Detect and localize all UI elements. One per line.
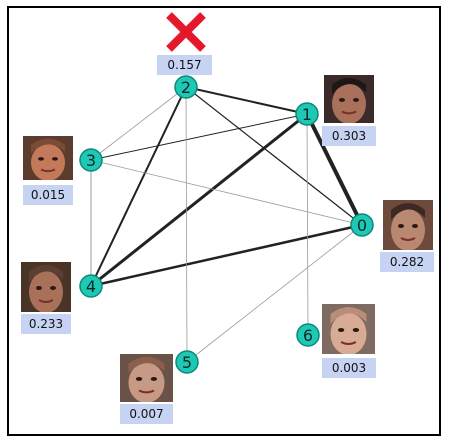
node-5: 5 bbox=[175, 350, 199, 374]
edge-0-4 bbox=[89, 223, 364, 288]
node-circle-5 bbox=[175, 350, 199, 374]
score-label-6: 0.003 bbox=[322, 358, 376, 378]
node-label-0: 0 bbox=[357, 216, 367, 235]
node-label-4: 4 bbox=[86, 277, 96, 296]
edge-1-6 bbox=[306, 113, 309, 336]
nodes-layer: 0 1 2 3 4 5 6 bbox=[79, 75, 374, 374]
node-circle-2 bbox=[174, 75, 198, 99]
node-label-6: 6 bbox=[303, 326, 313, 345]
node-label-3: 3 bbox=[86, 151, 96, 170]
face-image-6 bbox=[322, 304, 375, 354]
node-6: 6 bbox=[296, 323, 320, 347]
wrong-mark-icon bbox=[166, 12, 206, 52]
edge-3-1 bbox=[90, 113, 308, 161]
score-label-2: 0.157 bbox=[157, 55, 212, 75]
score-label-1: 0.303 bbox=[322, 126, 376, 146]
node-label-2: 2 bbox=[181, 78, 191, 97]
node-3: 3 bbox=[79, 148, 103, 172]
edge-1-4 bbox=[89, 112, 309, 288]
face-image-0 bbox=[383, 200, 433, 250]
edge-3-0 bbox=[90, 159, 363, 226]
node-circle-0 bbox=[350, 213, 374, 237]
node-0: 0 bbox=[350, 213, 374, 237]
edge-2-0 bbox=[185, 86, 363, 226]
node-label-1: 1 bbox=[302, 105, 312, 124]
score-label-5: 0.007 bbox=[120, 404, 173, 424]
edge-5-0 bbox=[186, 224, 363, 363]
node-circle-3 bbox=[79, 148, 103, 172]
edges-layer bbox=[89, 86, 364, 363]
node-circle-6 bbox=[296, 323, 320, 347]
edge-2-4 bbox=[90, 86, 187, 287]
edge-1-0 bbox=[305, 112, 364, 227]
face-image-4 bbox=[21, 262, 71, 312]
face-image-3 bbox=[23, 136, 73, 180]
score-label-3: 0.015 bbox=[23, 185, 73, 205]
face-image-5 bbox=[120, 354, 173, 402]
node-4: 4 bbox=[79, 274, 103, 298]
edge-2-3 bbox=[90, 86, 187, 161]
node-circle-1 bbox=[295, 102, 319, 126]
edge-2-5 bbox=[185, 86, 188, 363]
score-label-0: 0.282 bbox=[380, 252, 434, 272]
node-2: 2 bbox=[174, 75, 198, 99]
node-circle-4 bbox=[79, 274, 103, 298]
node-1: 1 bbox=[295, 102, 319, 126]
face-image-1 bbox=[324, 75, 374, 123]
node-label-5: 5 bbox=[182, 353, 192, 372]
score-label-4: 0.233 bbox=[21, 314, 71, 334]
marks-layer bbox=[166, 12, 206, 52]
edge-2-1 bbox=[185, 86, 308, 115]
